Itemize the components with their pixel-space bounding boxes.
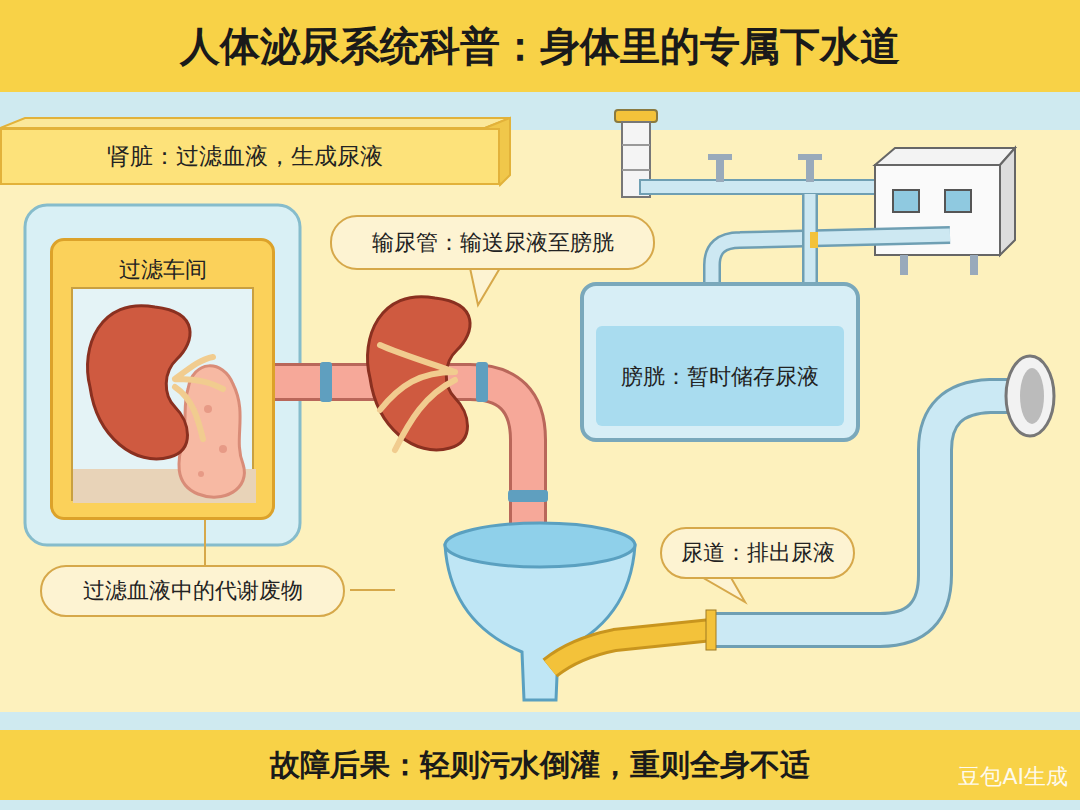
- callout-bubble: 尿道：排出尿液: [660, 527, 855, 579]
- top-stripe: [0, 92, 1080, 130]
- pipe-cap: [615, 110, 657, 122]
- filter-box: 过滤车间: [50, 238, 275, 520]
- leader-line: [204, 520, 206, 565]
- node-text: 输尿管：输送尿液至膀胱: [372, 228, 614, 258]
- bar-top: [0, 118, 510, 128]
- callout-bubble: 过滤血液中的代谢废物: [40, 565, 345, 617]
- caption: 故障后果：轻则污水倒灌，重则全身不适: [0, 730, 1080, 800]
- clamp: [508, 490, 548, 502]
- kidney-art: [73, 289, 256, 503]
- valve: [806, 158, 814, 182]
- urethra-pipe: [550, 630, 712, 668]
- node-text: 过滤车间: [119, 255, 207, 285]
- watermark: 豆包AI生成: [958, 762, 1068, 792]
- title: 人体泌尿系统科普：身体里的专属下水道: [0, 0, 1080, 92]
- node-text: 肾脏：过滤血液，生成尿液: [107, 141, 383, 172]
- leader-line: [350, 589, 395, 591]
- bottom-stripe: [0, 800, 1080, 810]
- kidney-panel: [71, 287, 254, 501]
- node-text: 膀胱：暂时储存尿液: [621, 362, 819, 392]
- callout-tail: [470, 268, 500, 305]
- node-text: 尿道：排出尿液: [681, 538, 835, 568]
- callout-tail: [700, 576, 745, 602]
- outer-box: [25, 205, 300, 545]
- machine-top: [875, 148, 1015, 165]
- clamp: [320, 362, 332, 402]
- pipe: [640, 180, 880, 194]
- title-band: [0, 0, 1080, 92]
- kidney: [368, 297, 471, 450]
- valve: [716, 158, 724, 182]
- outlet: [1006, 356, 1054, 436]
- bottom-stripe: [0, 712, 1080, 730]
- label-bar: 肾脏：过滤血液，生成尿液: [0, 128, 500, 185]
- node-text: 过滤血液中的代谢废物: [83, 576, 303, 606]
- bladder-tank: 膀胱：暂时储存尿液: [580, 282, 860, 442]
- caption-band: [0, 730, 1080, 800]
- callout-bubble: 输尿管：输送尿液至膀胱: [330, 215, 655, 270]
- clamp: [476, 362, 488, 402]
